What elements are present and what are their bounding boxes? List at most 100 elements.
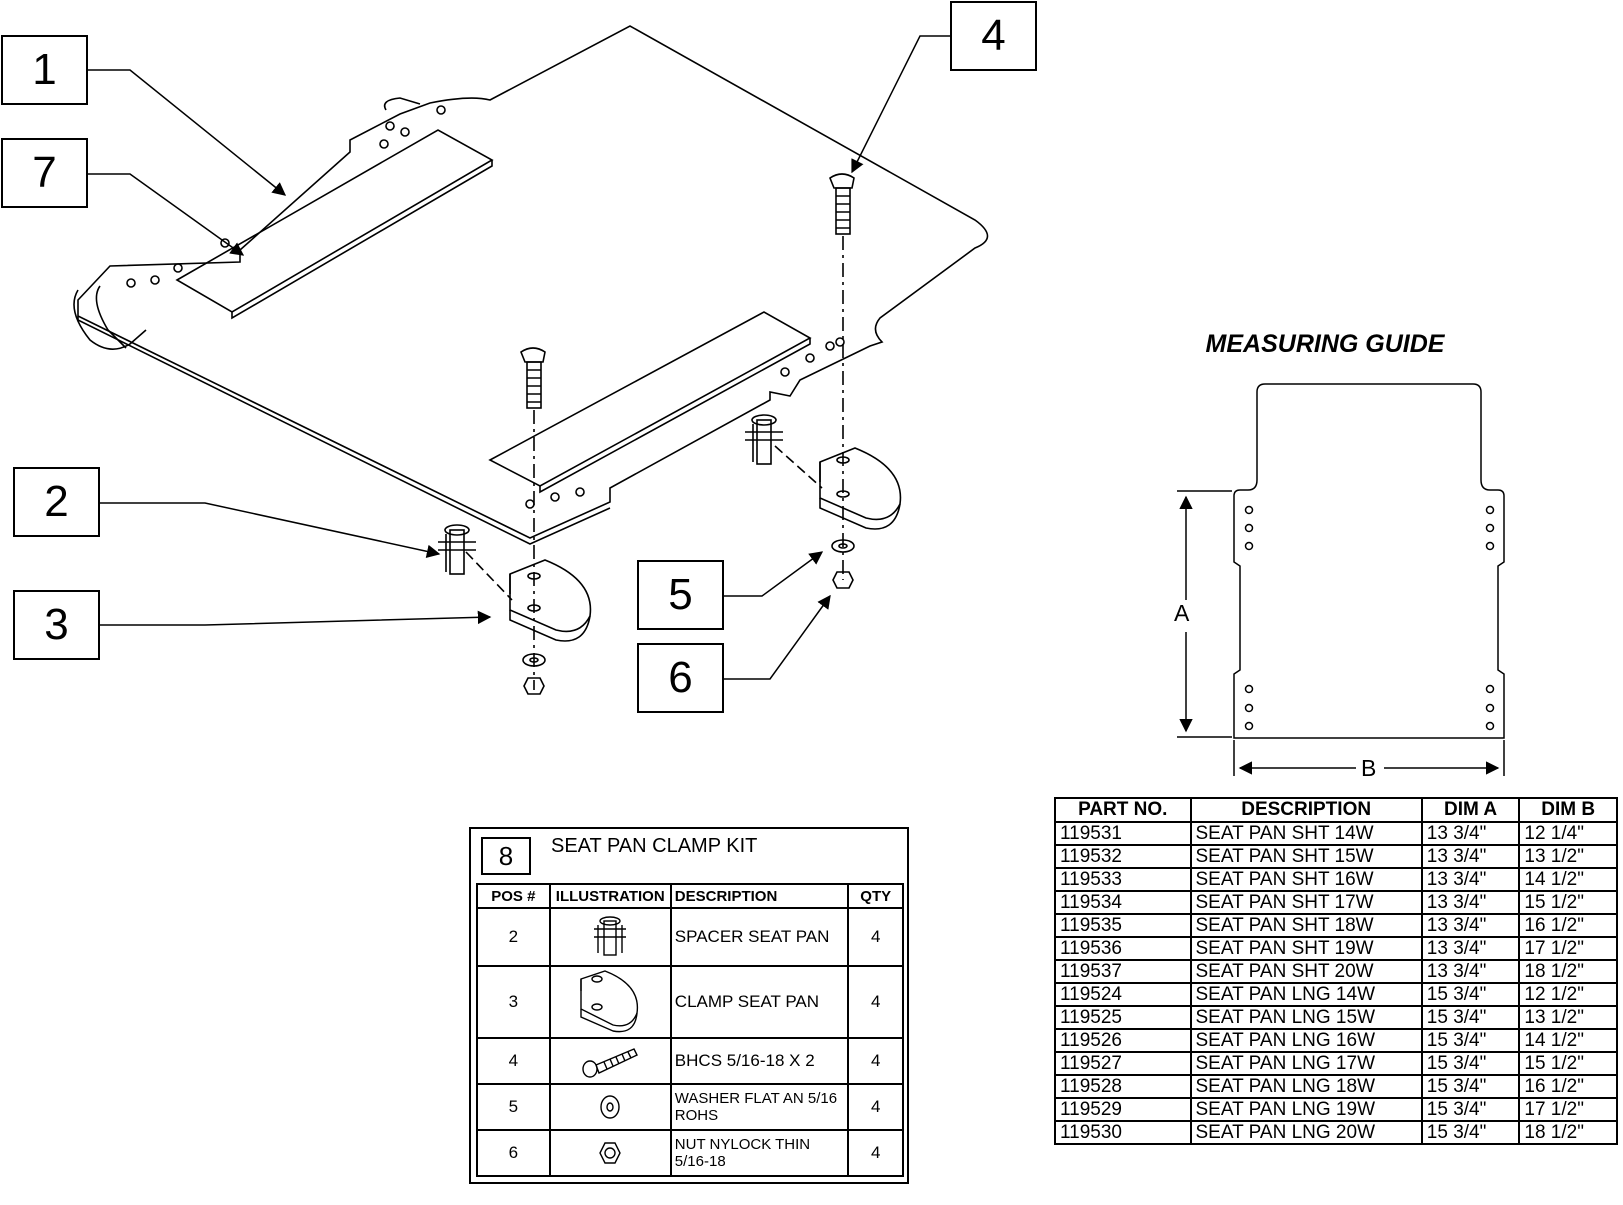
dimension-b-label: B <box>1357 755 1381 782</box>
dim-b-cell: 17 1/2" <box>1518 1097 1618 1122</box>
part-description-cell: SEAT PAN SHT 19W <box>1189 936 1423 961</box>
washer-icon <box>548 1083 672 1131</box>
parts-header-description: DESCRIPTION <box>1189 797 1423 823</box>
kit-qty: 4 <box>847 965 904 1039</box>
part-description-cell: SEAT PAN SHT 16W <box>1189 867 1423 892</box>
dim-b-cell: 15 1/2" <box>1518 890 1618 915</box>
washer-right <box>831 539 855 553</box>
callout-5: 5 <box>637 560 724 630</box>
dim-b-cell: 14 1/2" <box>1518 867 1618 892</box>
part-description-cell: SEAT PAN LNG 15W <box>1189 1005 1423 1030</box>
spacer-icon <box>548 907 672 967</box>
kit-pos: 5 <box>476 1083 551 1131</box>
dim-b-cell: 16 1/2" <box>1518 1074 1618 1099</box>
callout-3: 3 <box>13 590 100 660</box>
spacer-right <box>745 414 783 465</box>
nut-icon <box>548 1129 672 1177</box>
kit-qty: 4 <box>847 1037 904 1085</box>
measuring-guide-title: MEASURING GUIDE <box>1205 330 1445 358</box>
measuring-guide-outline <box>1177 383 1505 776</box>
part-number-cell: 119532 <box>1054 844 1192 869</box>
dim-a-cell: 13 3/4" <box>1420 959 1521 984</box>
part-description-cell: SEAT PAN LNG 14W <box>1189 982 1423 1007</box>
kit-pos: 3 <box>476 965 551 1039</box>
kit-desc: CLAMP SEAT PAN <box>669 965 850 1039</box>
kit-qty: 4 <box>847 1129 904 1177</box>
part-number-cell: 119531 <box>1054 821 1192 846</box>
dim-a-cell: 13 3/4" <box>1420 936 1521 961</box>
table-row: 2 SPACER SEAT PAN 4 <box>476 907 904 967</box>
dim-a-cell: 13 3/4" <box>1420 844 1521 869</box>
table-row: 4 BHCS 5/16-18 X 2 4 <box>476 1037 904 1085</box>
kit-pos: 6 <box>476 1129 551 1177</box>
callout-4: 4 <box>950 1 1037 71</box>
callout-6: 6 <box>637 643 724 713</box>
dim-b-cell: 14 1/2" <box>1518 1028 1618 1053</box>
dim-a-cell: 13 3/4" <box>1420 913 1521 938</box>
part-number-cell: 119529 <box>1054 1097 1192 1122</box>
seat-pan-plate <box>77 25 989 539</box>
parts-header-dim-b: DIM B <box>1518 797 1618 823</box>
callout-2: 2 <box>13 467 100 537</box>
kit-header-pos: POS # <box>476 883 551 909</box>
spacer-left <box>438 524 476 575</box>
kit-header-description: DESCRIPTION <box>669 883 850 909</box>
part-description-cell: SEAT PAN LNG 18W <box>1189 1074 1423 1099</box>
dim-b-cell: 18 1/2" <box>1518 1120 1618 1145</box>
nut-left <box>523 677 545 695</box>
kit-desc: NUT NYLOCK THIN 5/16-18 <box>669 1129 850 1177</box>
kit-title: SEAT PAN CLAMP KIT <box>551 835 758 857</box>
kit-qty: 4 <box>847 907 904 967</box>
part-description-cell: SEAT PAN SHT 14W <box>1189 821 1423 846</box>
kit-desc: WASHER FLAT AN 5/16 ROHS <box>669 1083 850 1131</box>
part-number-cell: 119530 <box>1054 1120 1192 1145</box>
part-number-cell: 119524 <box>1054 982 1192 1007</box>
kit-desc: SPACER SEAT PAN <box>669 907 850 967</box>
dim-b-cell: 13 1/2" <box>1518 844 1618 869</box>
kit-header-qty: QTY <box>847 883 904 909</box>
part-description-cell: SEAT PAN LNG 20W <box>1189 1120 1423 1145</box>
part-number-cell: 119525 <box>1054 1005 1192 1030</box>
front-hinge <box>73 289 147 350</box>
kit-qty: 4 <box>847 1083 904 1131</box>
dim-a-cell: 15 3/4" <box>1420 1074 1521 1099</box>
upper-strip <box>175 129 494 313</box>
table-row: 5 WASHER FLAT AN 5/16 ROHS 4 <box>476 1083 904 1131</box>
part-description-cell: SEAT PAN SHT 18W <box>1189 913 1423 938</box>
part-number-cell: 119533 <box>1054 867 1192 892</box>
dim-b-cell: 12 1/2" <box>1518 982 1618 1007</box>
kit-desc: BHCS 5/16-18 X 2 <box>669 1037 850 1085</box>
dim-b-cell: 16 1/2" <box>1518 913 1618 938</box>
part-number-cell: 119526 <box>1054 1028 1192 1053</box>
seat-pan-clamp-kit: 8 SEAT PAN CLAMP KIT POS # ILLUSTRATION … <box>469 827 909 1184</box>
bolt-left <box>520 347 546 409</box>
dim-b-cell: 12 1/4" <box>1518 821 1618 846</box>
part-description-cell: SEAT PAN SHT 17W <box>1189 890 1423 915</box>
part-description-cell: SEAT PAN LNG 19W <box>1189 1097 1423 1122</box>
part-description-cell: SEAT PAN SHT 15W <box>1189 844 1423 869</box>
part-number-cell: 119534 <box>1054 890 1192 915</box>
bolt-icon <box>548 1037 672 1085</box>
kit-header-illustration: ILLUSTRATION <box>548 883 672 909</box>
kit-header-row: POS # ILLUSTRATION DESCRIPTION QTY <box>476 883 904 909</box>
part-description-cell: SEAT PAN SHT 20W <box>1189 959 1423 984</box>
callout-1: 1 <box>1 35 88 105</box>
dimension-a-label: A <box>1170 600 1194 627</box>
dim-a-cell: 15 3/4" <box>1420 1120 1521 1145</box>
kit-pos: 2 <box>476 907 551 967</box>
parts-header-part: PART NO. <box>1054 797 1192 823</box>
parts-header-row: PART NO. DESCRIPTION DIM A DIM B <box>1054 797 1618 823</box>
